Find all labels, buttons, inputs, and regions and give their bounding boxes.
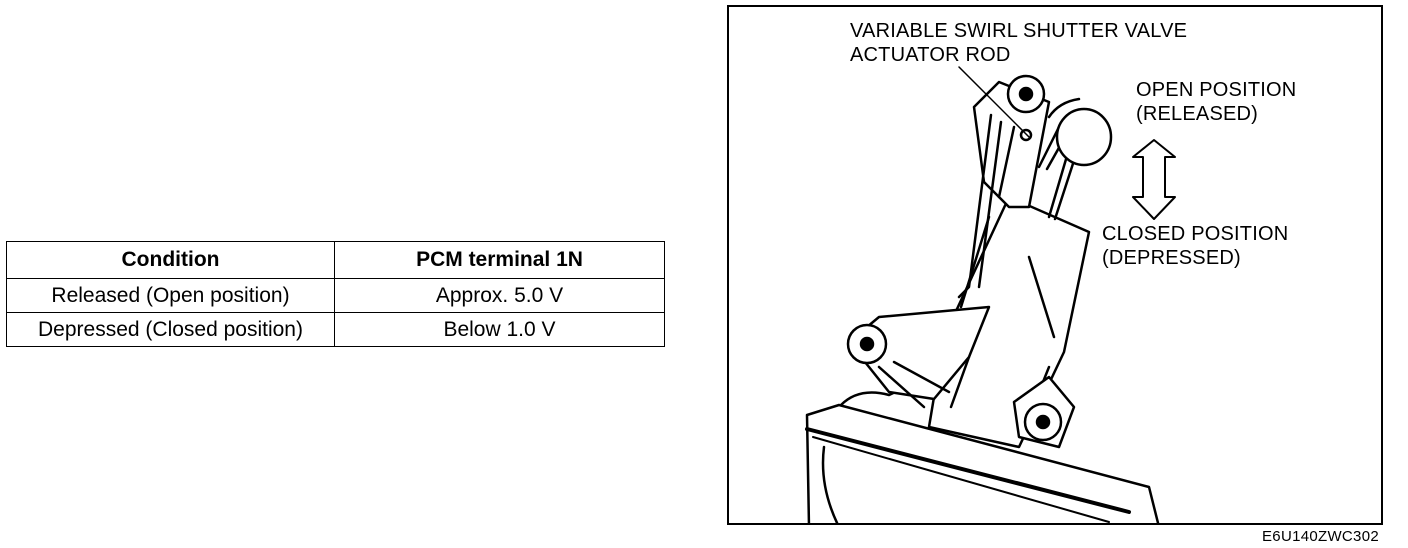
label-closed-line1: CLOSED POSITION — [1102, 223, 1289, 245]
pivot-top — [1006, 74, 1046, 114]
spec-table: Condition PCM terminal 1N Released (Open… — [6, 241, 665, 347]
table-header-row: Condition PCM terminal 1N — [6, 241, 665, 279]
actuator-illustration — [805, 66, 1176, 523]
upper-bracket — [957, 80, 1051, 299]
table-row: Released (Open position) Approx. 5.0 V — [6, 278, 665, 313]
cell-voltage: Approx. 5.0 V — [334, 278, 665, 313]
cell-voltage: Below 1.0 V — [334, 312, 665, 347]
mounting-base — [805, 386, 1160, 523]
cell-condition: Released (Open position) — [6, 278, 335, 313]
cell-condition: Depressed (Closed position) — [6, 312, 335, 347]
pivot-left — [846, 305, 991, 409]
table-row: Depressed (Closed position) Below 1.0 V — [6, 312, 665, 347]
figure-code: E6U140ZWC302 — [1262, 528, 1379, 545]
label-open-line2: (RELEASED) — [1136, 103, 1259, 125]
label-open-line1: OPEN POSITION — [1136, 79, 1297, 101]
label-closed-line2: (DEPRESSED) — [1102, 247, 1241, 269]
pivot-right — [1012, 375, 1076, 449]
label-rod-line1: VARIABLE SWIRL SHUTTER VALVE — [850, 20, 1188, 42]
header-pcm-terminal: PCM terminal 1N — [334, 241, 665, 279]
actuator-figure: VARIABLE SWIRL SHUTTER VALVE ACTUATOR RO… — [727, 5, 1383, 525]
label-rod-line2: ACTUATOR ROD — [850, 44, 1011, 66]
header-condition: Condition — [6, 241, 335, 279]
valve-head — [1047, 97, 1113, 167]
leader-line — [958, 66, 1030, 138]
double-arrow-icon — [1132, 139, 1176, 220]
